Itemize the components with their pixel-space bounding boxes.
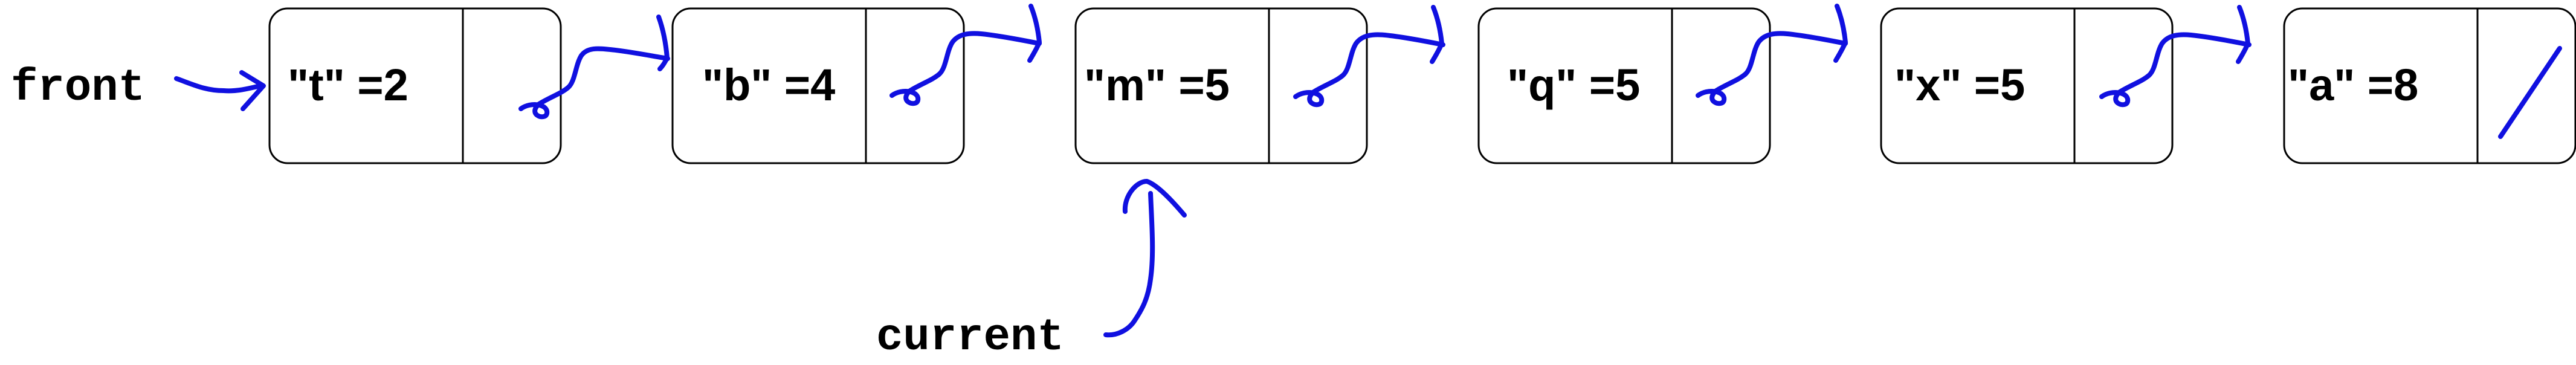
node-value: "x" =5 <box>1894 60 2025 110</box>
node-box <box>2283 7 2576 164</box>
node-box <box>268 7 562 164</box>
list-node: "a" =8 <box>2283 7 2576 164</box>
node-value: "q" =5 <box>1507 60 1640 110</box>
list-node: "b" =4 <box>671 7 965 164</box>
node-box <box>671 7 965 164</box>
node-value: "m" =5 <box>1084 60 1230 110</box>
list-node: "m" =5 <box>1074 7 1368 164</box>
null-pointer-slash <box>2498 46 2562 139</box>
front-arrowhead <box>239 70 266 111</box>
next-pointer-arrow <box>889 31 1042 106</box>
node-value: "b" =4 <box>702 60 835 110</box>
list-node: "q" =5 <box>1477 7 1771 164</box>
front-arrow <box>174 76 263 94</box>
front-label: front <box>11 63 145 114</box>
next-pointer-arrow <box>1293 32 1445 108</box>
next-pointer-arrowhead <box>1027 4 1042 63</box>
list-node: "x" =5 <box>1880 7 2174 164</box>
next-pointer-arrowhead <box>1430 5 1444 64</box>
next-pointer-arrow <box>2099 32 2252 108</box>
next-pointer-arrowhead <box>656 15 670 71</box>
next-pointer-arrow <box>518 46 670 120</box>
next-pointer-arrowhead <box>2236 5 2250 64</box>
node-value: "a" =8 <box>2288 60 2418 110</box>
next-pointer-arrowhead <box>1833 4 1848 63</box>
current-arrow <box>1103 191 1155 338</box>
next-pointer-arrow <box>1696 31 1848 106</box>
node-box <box>1880 7 2174 164</box>
node-box <box>1074 7 1368 164</box>
node-box <box>1477 7 1771 164</box>
current-arrowhead <box>1122 179 1187 218</box>
node-value: "t" =2 <box>288 60 408 110</box>
list-node: "t" =2 <box>268 7 562 164</box>
current-label: current <box>876 312 1064 363</box>
